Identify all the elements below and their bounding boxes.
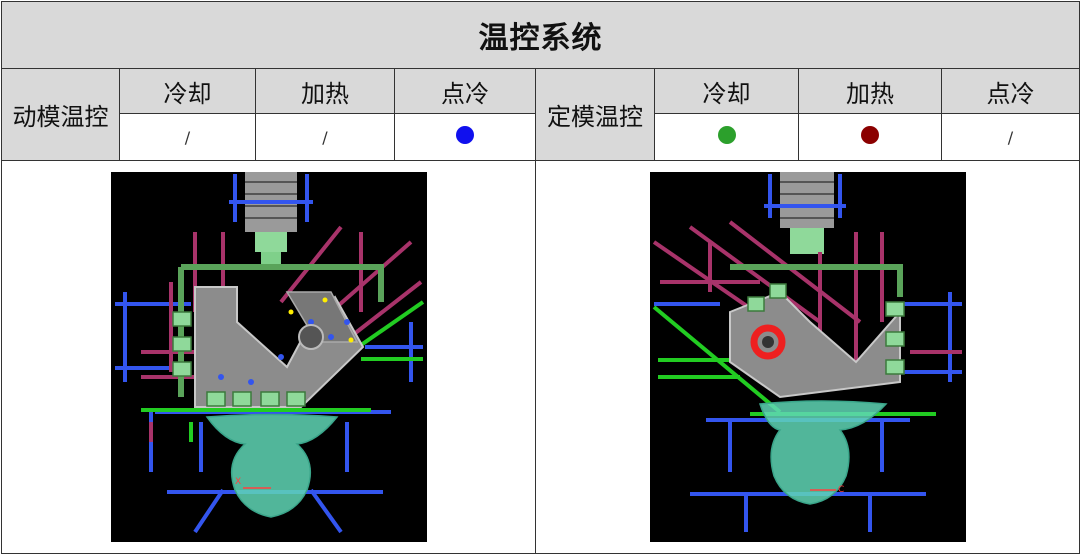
- blue-spot-points: [217, 319, 350, 385]
- fixed-heating-header: 加热: [798, 68, 942, 114]
- fixed-cooling-header: 冷却: [654, 68, 799, 114]
- moving-mold-image-cell: X: [1, 160, 536, 554]
- moving-mold-cooling-render: X: [110, 172, 427, 542]
- teal-casting-part: [205, 413, 338, 518]
- fixed-mold-image-cell: C: [535, 160, 1080, 554]
- green-dot-icon: [717, 125, 736, 144]
- fixed-spot-cooling-value: /: [941, 113, 1080, 161]
- fixed-spot-cooling-header: 点冷: [941, 68, 1080, 114]
- green-fittings-fixed: [746, 283, 905, 375]
- axis-x-label: X: [235, 477, 241, 487]
- axis-c-label: C: [838, 485, 844, 495]
- sprue-nozzle-fixed: [779, 172, 834, 254]
- fixed-mold-cooling-render: C: [649, 172, 966, 542]
- moving-cooling-header: 冷却: [119, 68, 256, 114]
- moving-spot-cooling-value: [394, 113, 536, 161]
- moving-cooling-slash: /: [184, 127, 191, 147]
- dark-red-dot-icon: [861, 125, 879, 144]
- teal-casting-part-fixed: [758, 400, 888, 505]
- moving-heating-header: 加热: [255, 68, 395, 114]
- moving-mold-group-label: 动模温控: [1, 68, 120, 161]
- green-fittings: [171, 311, 306, 407]
- red-spot-ring: [750, 324, 785, 360]
- moving-spot-cooling-header: 点冷: [394, 68, 536, 114]
- yellow-markers: [288, 297, 353, 343]
- fixed-heating-value: [798, 113, 942, 161]
- moving-cooling-value: /: [119, 113, 256, 161]
- moving-heating-value: /: [255, 113, 395, 161]
- blue-dot-icon: [456, 125, 474, 144]
- table-title: 温控系统: [1, 1, 1080, 69]
- fixed-spot-cooling-slash: /: [1007, 127, 1014, 147]
- moving-heating-slash: /: [322, 127, 328, 147]
- fixed-cooling-value: [654, 113, 799, 161]
- fixed-mold-group-label: 定模温控: [535, 68, 655, 161]
